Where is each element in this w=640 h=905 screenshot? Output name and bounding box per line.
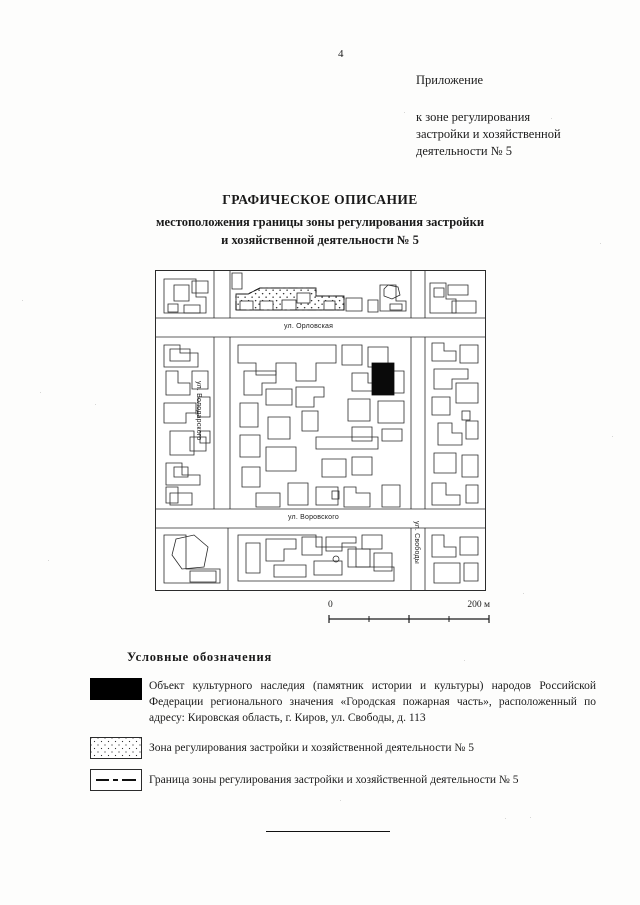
heritage-object-marker: [371, 362, 395, 396]
appendix-ref-line-3: деятельности № 5: [416, 144, 512, 158]
appendix-word: Приложение: [416, 73, 484, 87]
legend-item-heritage-object: Объект культурного наследия (памятник ис…: [90, 678, 596, 726]
footer-divider: [266, 831, 390, 832]
legend-swatch-solid-black: [90, 678, 142, 700]
scan-speckle: [600, 243, 601, 244]
scan-speckle: [270, 652, 271, 653]
legend-text-zone-boundary: Граница зоны регулирования застройки и х…: [149, 774, 519, 786]
appendix-block: Приложение к зоне регулирования застройк…: [416, 72, 616, 160]
scan-speckle: [22, 300, 23, 301]
legend-swatch-dash-dot-line: [90, 769, 142, 791]
street-label-vorovskogo: ул. Воровского: [288, 514, 339, 521]
title-main: ГРАФИЧЕСКОЕ ОПИСАНИЕ: [222, 192, 418, 207]
legend-swatch-dotted-fill: [90, 737, 142, 759]
street-label-orlovskaya: ул. Орловская: [284, 323, 334, 330]
page-number: 4: [338, 48, 344, 60]
scan-speckle: [48, 560, 49, 561]
scalebar-min-label: 0: [328, 600, 333, 610]
appendix-ref-line-1: к зоне регулирования: [416, 110, 531, 124]
zone-boundary-line: [235, 287, 345, 311]
scan-speckle: [612, 436, 613, 437]
legend-item-zone-boundary: Граница зоны регулирования застройки и х…: [90, 769, 596, 791]
scalebar-max-label: 200 м: [467, 600, 490, 610]
map-drawing: [156, 271, 485, 590]
scan-speckle: [404, 112, 405, 113]
map-figure: ул. Орловская ул. Воровского ул. Володар…: [155, 270, 486, 591]
scalebar-ticks: [328, 615, 490, 623]
scan-speckle: [40, 392, 41, 393]
scan-speckle: [551, 118, 552, 119]
title-sub-line-1: местоположения границы зоны регулировани…: [155, 215, 485, 229]
scan-speckle: [340, 800, 341, 801]
legend-text-zone: Зона регулирования застройки и хозяйстве…: [149, 742, 474, 754]
street-label-svobody: ул. Свободы: [413, 521, 420, 564]
legend-item-zone: Зона регулирования застройки и хозяйстве…: [90, 737, 596, 759]
scan-speckle: [530, 817, 531, 818]
scan-speckle: [464, 660, 465, 661]
map-scalebar: 0 200 м: [328, 600, 490, 624]
title-sub-line-2: и хозяйственной деятельности № 5: [221, 233, 419, 247]
appendix-ref-line-2: застройки и хозяйственной: [416, 127, 561, 141]
scan-speckle: [523, 593, 524, 594]
scan-speckle: [95, 404, 96, 405]
scan-speckle: [505, 818, 506, 819]
street-label-volodarskogo: ул. Володарского: [195, 381, 202, 441]
legend-text-heritage-object: Объект культурного наследия (памятник ис…: [149, 680, 596, 724]
page-title: ГРАФИЧЕСКОЕ ОПИСАНИЕ местоположения гран…: [60, 192, 580, 249]
legend-heading: Условные обозначения: [127, 650, 273, 664]
